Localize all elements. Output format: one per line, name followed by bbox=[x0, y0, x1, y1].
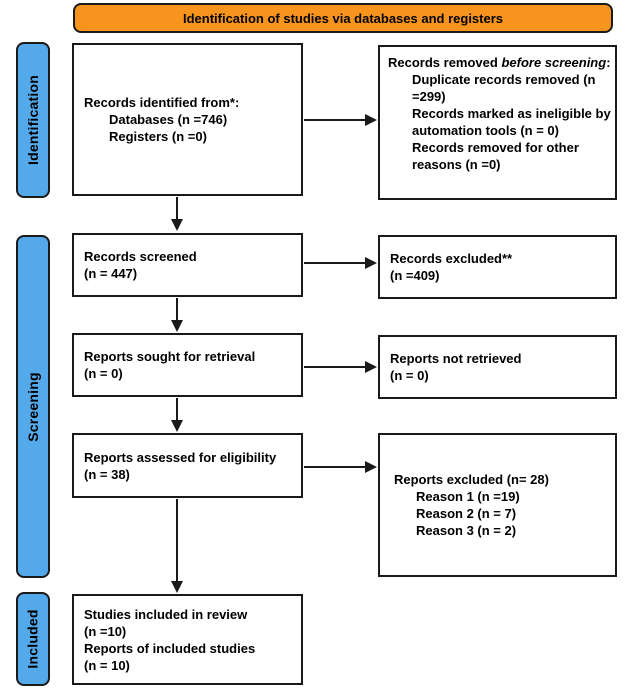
title-text: Records removed bbox=[388, 55, 502, 70]
box-line: Reports sought for retrieval bbox=[84, 349, 256, 364]
stage-label-included: Included bbox=[16, 592, 50, 686]
box-line: Reports assessed for eligibility bbox=[84, 449, 277, 465]
box-line: Reports not retrieved bbox=[390, 351, 522, 366]
stage-label-identification: Identification bbox=[16, 42, 50, 198]
box-item: Records marked as ineligible by automati… bbox=[412, 106, 611, 138]
box-line: Reports of included studies bbox=[84, 640, 256, 656]
box-line: (n = 0) bbox=[390, 368, 429, 383]
header-title: Identification of studies via databases … bbox=[182, 10, 504, 26]
box-reports-sought: Reports sought for retrieval (n = 0) bbox=[72, 333, 303, 397]
stage-label-screening: Screening bbox=[16, 235, 50, 578]
box-reports-assessed: Reports assessed for eligibility (n = 38… bbox=[72, 433, 303, 498]
box-line: (n = 10) bbox=[84, 657, 130, 673]
box-records-identified: Records identified from*: Databases (n =… bbox=[72, 43, 303, 196]
box-item: Reason 2 (n = 7) bbox=[416, 506, 517, 521]
stage-label-text: Identification bbox=[25, 75, 42, 165]
box-records-excluded: Records excluded** (n =409) bbox=[378, 235, 617, 299]
box-reports-excluded: Reports excluded (n= 28) Reason 1 (n =19… bbox=[378, 433, 617, 577]
box-reports-not-retrieved: Reports not retrieved (n = 0) bbox=[378, 335, 617, 399]
box-item: Reason 1 (n =19) bbox=[416, 489, 520, 504]
title-italic-text: before screening bbox=[501, 55, 607, 70]
title-text: : bbox=[606, 55, 611, 70]
box-item: Registers (n =0) bbox=[109, 129, 207, 144]
stage-label-text: Included bbox=[25, 609, 42, 669]
box-line: (n = 447) bbox=[84, 266, 138, 281]
box-records-removed: Records removed before screening: Duplic… bbox=[378, 45, 617, 200]
box-title: Reports excluded (n= 28) bbox=[394, 472, 549, 487]
box-title: Records removed before screening: bbox=[388, 54, 611, 71]
box-line: (n = 38) bbox=[84, 466, 130, 482]
box-line: (n =10) bbox=[84, 623, 127, 639]
box-line: (n =409) bbox=[390, 268, 440, 283]
box-item: Records removed for other reasons (n =0) bbox=[412, 140, 579, 172]
stage-label-text: Screening bbox=[25, 371, 41, 442]
box-item: Databases (n =746) bbox=[109, 112, 228, 127]
box-item: Reason 3 (n = 2) bbox=[416, 523, 517, 538]
box-title: Records identified from*: bbox=[84, 95, 240, 110]
box-line: (n = 0) bbox=[84, 366, 123, 381]
box-records-screened: Records screened (n = 447) bbox=[72, 233, 303, 297]
box-line: Records screened bbox=[84, 249, 197, 264]
header-banner: Identification of studies via databases … bbox=[73, 3, 613, 33]
box-studies-included: Studies included in review (n =10) Repor… bbox=[72, 594, 303, 685]
box-line: Records excluded** bbox=[390, 251, 513, 266]
box-line: Studies included in review bbox=[84, 606, 248, 622]
box-item: Duplicate records removed (n =299) bbox=[412, 72, 596, 104]
